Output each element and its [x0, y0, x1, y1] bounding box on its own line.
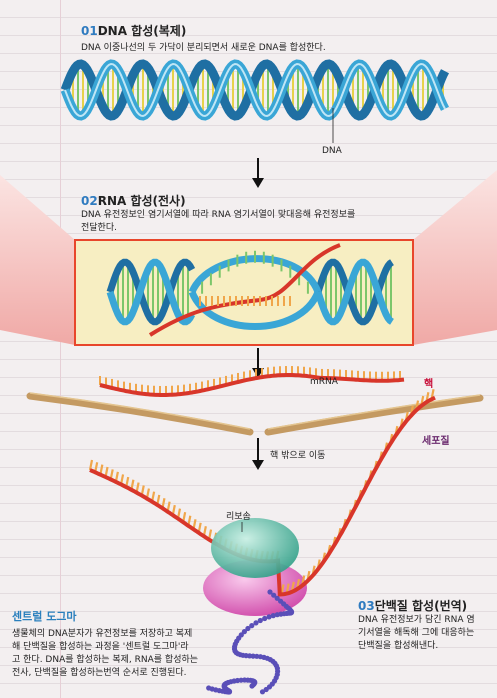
step2-title: RNA 합성(전사)	[98, 194, 186, 208]
funnel-left-shape	[0, 175, 75, 345]
ribosome-large-subunit	[211, 518, 299, 578]
step3-description-line2: 기서열을 해독해 그에 대응하는	[358, 627, 474, 640]
step1-number: 01	[81, 24, 98, 38]
step2-heading: 02RNA 합성(전사)	[81, 192, 186, 209]
step3-number: 03	[358, 599, 375, 613]
nuclear-membrane-left	[30, 396, 250, 432]
step3-description-line3: 단백질을 합성해낸다.	[358, 640, 438, 653]
arrow-down-3	[252, 438, 264, 470]
step3-title: 단백질 합성(번역)	[375, 599, 467, 613]
step3-heading: 03단백질 합성(번역)	[358, 597, 467, 614]
mrna-backbone	[100, 375, 404, 395]
step1-description: DNA 이중나선의 두 가닥이 분리되면서 새로운 DNA를 합성한다.	[81, 42, 326, 55]
arrow-down-1	[252, 158, 264, 188]
step2-description-line1: DNA 유전정보인 염기서열에 따라 RNA 염기서열이 맞대응해 유전정보를	[81, 209, 355, 222]
mrna-strand	[100, 366, 404, 395]
central-dogma-line2: 해 단백질을 합성하는 과정을 '센트럴 도그마'라	[12, 641, 189, 654]
step1-heading: 01DNA 합성(복제)	[81, 22, 186, 39]
cytoplasm-label: 세포질	[422, 432, 450, 447]
step3-description-line1: DNA 유전정보가 담긴 RNA 염	[358, 614, 475, 627]
step2-description-line2: 전달한다.	[81, 222, 117, 235]
funnel-right-shape	[413, 170, 497, 345]
central-dogma-title: 센트럴 도그마	[12, 608, 77, 624]
step1-title: DNA 합성(복제)	[98, 24, 187, 38]
mrna-label: mRNA	[310, 377, 338, 387]
dna-double-helix	[65, 64, 445, 116]
dna-label: DNA	[322, 146, 342, 156]
exit-nucleus-label: 핵 밖으로 이동	[270, 448, 325, 461]
nucleus-label: 핵	[424, 375, 433, 390]
ribosome-label: 리보솜	[226, 509, 251, 522]
amino-acid-bead	[260, 689, 265, 694]
step2-number: 02	[81, 194, 98, 208]
amino-acid-bead	[206, 685, 211, 690]
central-dogma-line1: 생물체의 DNA분자가 유전정보를 저장하고 복제	[12, 628, 192, 641]
central-dogma-line4: 전사, 단백질을 합성하는번역 순서로 진행된다.	[12, 667, 187, 680]
nuclear-membrane-right	[268, 398, 480, 432]
central-dogma-line3: 고 한다. DNA를 합성하는 복제, RNA를 합성하는	[12, 654, 198, 667]
